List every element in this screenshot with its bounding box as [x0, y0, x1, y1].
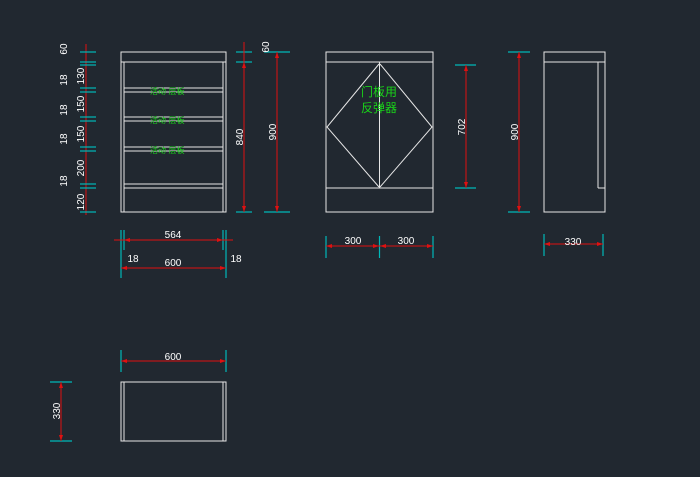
- base-board: [123, 183, 224, 189]
- plan-view-dimensions: 600 330: [50, 350, 227, 442]
- shelf-3: [123, 146, 224, 152]
- dim-330-a: 330: [565, 237, 582, 248]
- front-view-shelves: 活动 层板 活动 层板 活动 层板: [120, 51, 227, 213]
- door-width-dimensions: 300 300: [325, 236, 434, 258]
- shelf-label-2: 活动 层板: [150, 115, 185, 125]
- side-view: [543, 51, 606, 213]
- cabinet-outline: [120, 51, 227, 213]
- dim-gap-18-b: 18: [59, 104, 70, 116]
- dim-840: 840: [235, 128, 246, 145]
- door-cabinet-outline: [325, 51, 434, 213]
- dim-150-b: 150: [76, 125, 87, 142]
- dim-900-b: 900: [510, 123, 521, 140]
- side-outline: [543, 51, 606, 213]
- dim-300-right: 300: [398, 236, 415, 247]
- shelf-1: [123, 87, 224, 93]
- plan-view: [120, 381, 227, 442]
- dim-gap-18-a: 18: [59, 74, 70, 86]
- left-chain-dimension: 60 18 130 18 150 18 150 18 200 120: [59, 43, 96, 215]
- shelf-label-3: 活动 层板: [150, 145, 185, 155]
- dim-top-60-right: 60: [261, 41, 272, 53]
- dim-600-a: 600: [165, 258, 182, 269]
- dim-900-a: 900: [268, 123, 279, 140]
- side-view-dimensions: 900 330: [508, 51, 604, 256]
- right-door-open-mark: [379, 63, 433, 188]
- dim-120: 120: [76, 193, 87, 210]
- dim-564: 564: [165, 230, 182, 241]
- shelf-label-1: 活动 层板: [150, 86, 185, 96]
- right-dimensions-view1: 60 840 900: [235, 41, 290, 213]
- left-door-open-mark: [326, 63, 380, 188]
- dim-600-b: 600: [165, 352, 182, 363]
- door-note-line-1: 门板用: [361, 84, 397, 99]
- dim-18-right: 18: [230, 254, 242, 265]
- dim-300-left: 300: [345, 236, 362, 247]
- dim-130: 130: [76, 67, 87, 84]
- dim-18-left: 18: [127, 254, 139, 265]
- shelf-2: [123, 116, 224, 122]
- dim-gap-18-d: 18: [59, 175, 70, 187]
- dim-top-60: 60: [59, 43, 70, 55]
- dim-702: 702: [457, 118, 468, 135]
- bottom-dimensions-view1: 564 18 600 18: [114, 230, 242, 278]
- dim-200: 200: [76, 159, 87, 176]
- plan-outline: [120, 381, 227, 442]
- door-note-line-2: 反弹器: [361, 101, 397, 115]
- dim-150-a: 150: [76, 95, 87, 112]
- dim-330-b: 330: [52, 402, 63, 419]
- door-height-dimension: 702: [455, 64, 476, 189]
- dim-gap-18-c: 18: [59, 133, 70, 145]
- front-view-doors: 门板用 反弹器: [325, 51, 434, 213]
